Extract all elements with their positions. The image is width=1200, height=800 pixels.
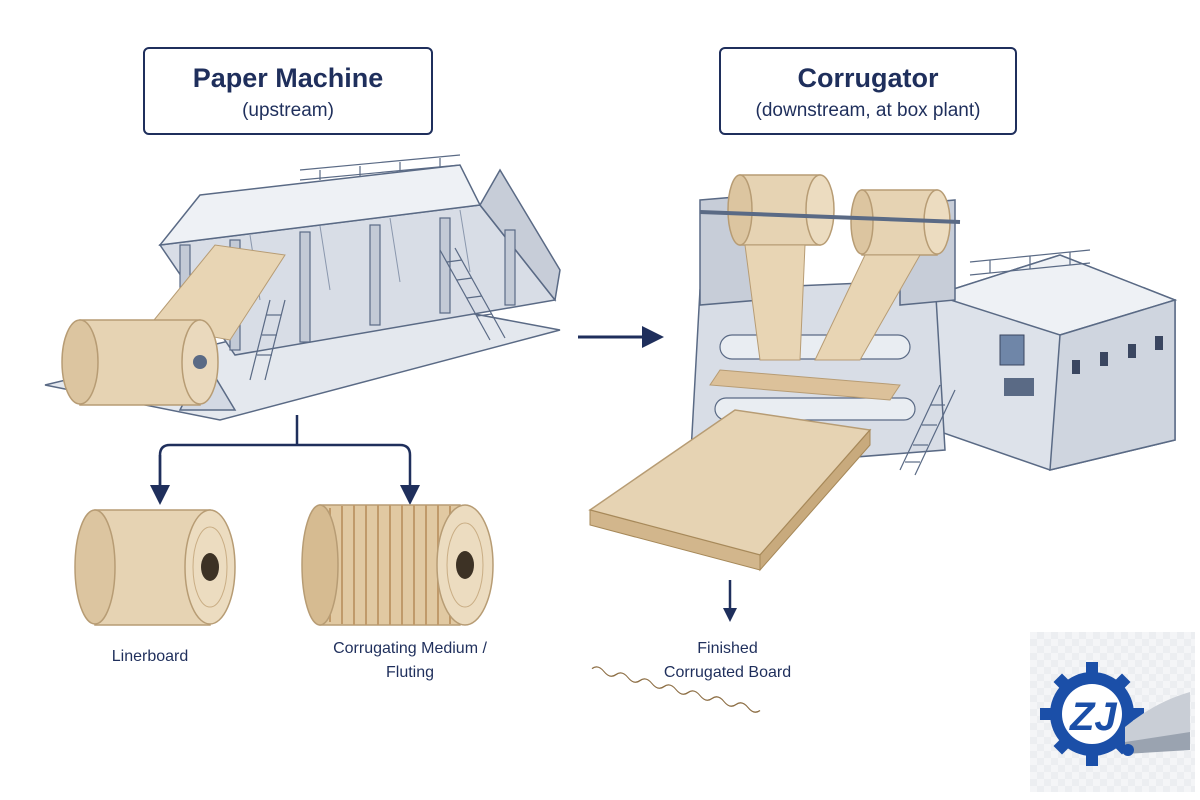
corrugating-medium-label: Corrugating Medium / Fluting (305, 637, 515, 685)
linerboard-label: Linerboard (111, 648, 189, 665)
finished-arrow (723, 580, 737, 622)
finished-board-label: Finished Corrugated Board (645, 637, 810, 685)
finished-board-label-line1: Finished (697, 640, 758, 657)
corrugating-medium-roll (301, 504, 494, 626)
corrugator-title-box: Corrugator (downstream, at box plant) (719, 47, 1017, 135)
corrugating-medium-label-line1: Corrugating Medium / (333, 640, 487, 657)
company-logo: ZJ (1030, 632, 1195, 792)
finished-board (588, 409, 872, 713)
svg-text:ZJ: ZJ (1069, 695, 1117, 739)
corrugating-medium-label-line2: Fluting (385, 664, 435, 681)
flow-arrow (578, 326, 664, 348)
corrugator-title: Corrugator (797, 63, 939, 93)
branch-arrows (150, 415, 420, 505)
corrugator-illustration (588, 174, 1178, 713)
paper-machine-title: Paper Machine (192, 63, 384, 93)
corrugator-subtitle: (downstream, at box plant) (755, 100, 981, 121)
linerboard-roll (74, 509, 236, 626)
corrugator-reels (699, 174, 961, 256)
paper-machine-illustration (44, 154, 561, 421)
paper-reel (61, 319, 219, 406)
paper-machine-title-box: Paper Machine (upstream) (143, 47, 433, 135)
gear-logo-icon: ZJ (1040, 662, 1190, 766)
finished-board-label-line2: Corrugated Board (663, 664, 792, 681)
paper-machine-subtitle: (upstream) (242, 100, 334, 121)
